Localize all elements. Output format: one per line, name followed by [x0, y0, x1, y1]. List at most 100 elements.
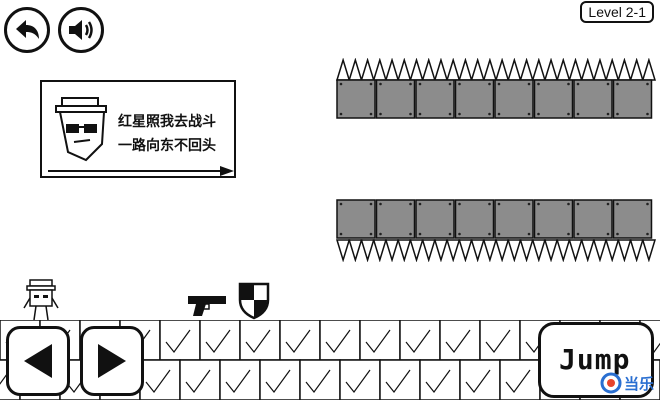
ground-tile — [299, 359, 341, 400]
spike — [605, 58, 620, 81]
spike-trap-upper — [336, 58, 656, 119]
spike — [519, 239, 534, 262]
ground-tile — [159, 320, 201, 361]
spike — [482, 239, 498, 262]
metal-block — [533, 79, 574, 119]
spike — [470, 239, 485, 262]
spike — [568, 239, 583, 262]
ground-tile — [459, 359, 501, 400]
jump-button[interactable]: Jump — [538, 322, 654, 398]
spike — [336, 239, 351, 262]
player-character[interactable] — [20, 278, 64, 322]
move-left-button[interactable] — [6, 326, 70, 396]
right-arrow-icon — [48, 166, 234, 176]
spike — [543, 239, 559, 262]
ground-tile — [139, 359, 181, 400]
spike — [556, 239, 571, 262]
hint-sign: 红星照我去战斗 一路向东不回头 — [40, 80, 236, 178]
level-indicator: Level 2-1 — [580, 1, 654, 23]
character-face-icon — [55, 97, 107, 162]
spike — [531, 58, 546, 81]
left-triangle-icon — [24, 344, 52, 378]
spike — [617, 58, 632, 81]
spike — [470, 58, 485, 81]
back-button[interactable] — [4, 7, 50, 53]
right-triangle-icon — [98, 344, 126, 378]
speaker-icon — [69, 20, 93, 40]
spike — [543, 58, 559, 81]
metal-block — [336, 79, 376, 119]
spike-trap-lower — [336, 199, 656, 262]
metal-block — [494, 199, 534, 239]
spike — [580, 58, 595, 81]
spike — [421, 58, 436, 81]
watermark: 当乐 — [600, 372, 654, 394]
ground-tile — [399, 320, 441, 361]
metal-block — [533, 199, 574, 239]
spike — [421, 239, 436, 262]
spike — [336, 58, 351, 81]
spike — [507, 239, 522, 262]
sound-button[interactable] — [58, 7, 104, 53]
spike — [519, 58, 534, 81]
spike — [592, 58, 608, 81]
spike — [556, 58, 571, 81]
spike — [360, 58, 375, 81]
sign-line-2: 一路向东不回头 — [118, 138, 216, 154]
spike — [360, 239, 375, 262]
spike — [641, 58, 656, 81]
move-right-button[interactable] — [80, 326, 144, 396]
spike — [446, 239, 461, 262]
spike — [458, 58, 473, 81]
ground-tile — [499, 359, 541, 400]
back-arrow-icon — [16, 20, 39, 39]
spike — [507, 58, 522, 81]
spike — [592, 239, 608, 262]
ground-tile — [439, 320, 481, 361]
spike — [433, 239, 449, 262]
watermark-text: 当乐 — [623, 374, 654, 393]
metal-block — [336, 199, 376, 239]
watermark-logo-icon — [600, 372, 622, 394]
metal-block — [454, 79, 495, 119]
shield-icon[interactable] — [238, 282, 270, 320]
metal-block — [612, 79, 653, 119]
metal-block — [415, 199, 455, 239]
spike — [605, 239, 620, 262]
spike — [348, 239, 363, 262]
ground-tile — [359, 320, 401, 361]
spike — [384, 239, 400, 262]
spike — [397, 239, 412, 262]
ground-tile — [419, 359, 461, 400]
spike — [409, 58, 424, 81]
spike — [580, 239, 595, 262]
ground-tile — [479, 320, 521, 361]
metal-block — [573, 199, 613, 239]
ground-tile — [259, 359, 301, 400]
spike — [433, 58, 449, 81]
metal-block — [375, 79, 416, 119]
spike — [384, 58, 400, 81]
ground-tile — [199, 320, 241, 361]
spike — [494, 239, 510, 262]
spike — [372, 239, 387, 262]
ground-tile — [379, 359, 421, 400]
spike — [531, 239, 546, 262]
metal-block — [573, 79, 613, 119]
spike — [482, 58, 498, 81]
ground-tile — [339, 359, 381, 400]
ground-tile — [179, 359, 221, 400]
metal-block — [494, 79, 534, 119]
spike — [617, 239, 632, 262]
pistol-icon[interactable] — [186, 294, 230, 318]
jump-label: Jump — [559, 343, 631, 376]
sign-line-1: 红星照我去战斗 — [118, 114, 216, 130]
metal-block — [612, 199, 653, 239]
ground-tile — [219, 359, 261, 400]
spike — [348, 58, 363, 81]
spike — [397, 58, 412, 81]
metal-block — [454, 199, 495, 239]
spike — [372, 58, 387, 81]
spike — [568, 58, 583, 81]
ground-tile — [319, 320, 361, 361]
